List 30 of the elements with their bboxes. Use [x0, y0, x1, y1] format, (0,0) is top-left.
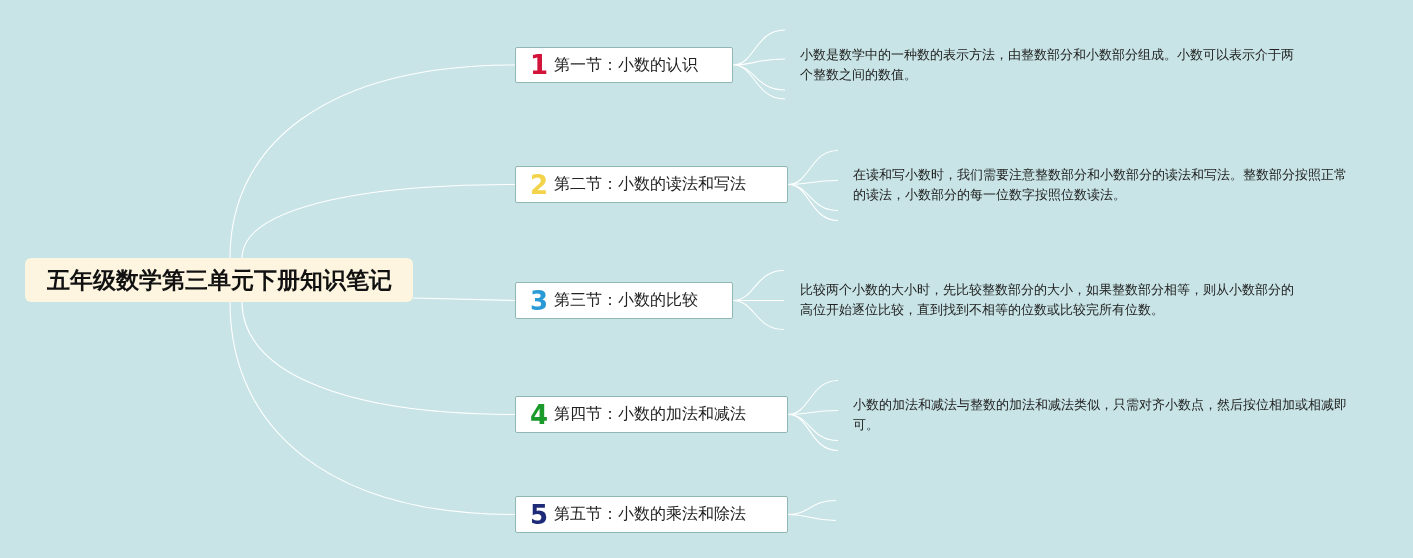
section-title: 第一节：小数的认识: [554, 54, 699, 76]
branch-line: [229, 64, 516, 259]
section-number: 5: [530, 501, 549, 528]
section-box: [515, 396, 788, 433]
note-text: 小数的加法和减法与整数的加法和减法类似，只需对齐小数点，然后按位相加或相减即可。: [853, 396, 1348, 434]
branch-line: [241, 301, 516, 416]
branch-line: [241, 183, 516, 259]
section-title: 第二节：小数的读法和写法: [554, 174, 747, 195]
branch-line: [787, 149, 839, 222]
section-number: 1: [530, 52, 549, 78]
note-text: 比较两个小数的大小时，先比较整数部分的大小，如果整数部分相等，则从小数部分的高位开始逐位比较，直到找到不相等的位数或比较完所有位数。: [800, 281, 1295, 319]
section-box: [515, 496, 788, 533]
note-text: 小数是数学中的一种数的表示方法，由整数部分和小数部分组成。小数可以表示介于两个整数之间的数值。: [800, 46, 1295, 84]
note-text: 在读和写小数时，我们需要注意整数部分和小数部分的读法和写法。整数部分按照正常的读法，小数部分的每一位数字按照位数读法。: [853, 166, 1348, 204]
branch-line: [732, 269, 785, 331]
central-topic: 五年级数学第三单元下册知识笔记: [25, 258, 413, 302]
branch-line: [787, 499, 837, 522]
branch-line: [732, 29, 786, 100]
branch-line: [412, 297, 516, 302]
section-number: 2: [530, 171, 549, 198]
section-box: [515, 282, 733, 319]
section-box: [515, 166, 788, 203]
section-number: 3: [530, 287, 549, 314]
branch-line: [229, 301, 516, 516]
section-title: 第四节：小数的加法和减法: [554, 404, 747, 425]
section-number: 4: [530, 401, 549, 428]
section-title: 第三节：小数的比较: [554, 290, 699, 311]
section-box: [515, 47, 733, 83]
branch-line: [787, 379, 839, 452]
section-title: 第五节：小数的乘法和除法: [554, 504, 747, 525]
